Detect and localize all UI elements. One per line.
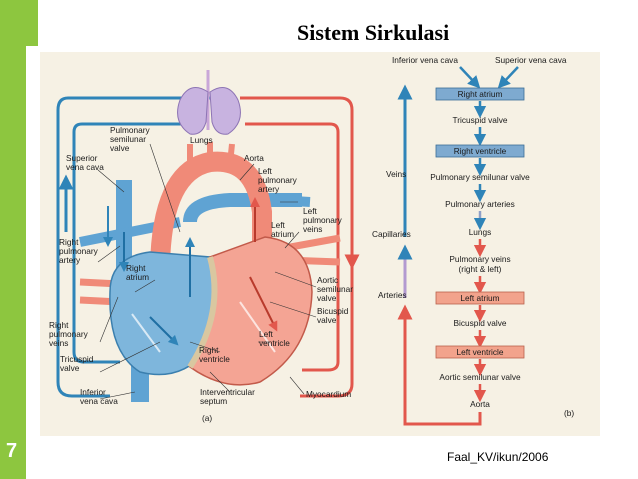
arrow-svc bbox=[497, 66, 519, 89]
label-tricuspid-valve: Tricuspid valve bbox=[60, 354, 96, 373]
label-left-atrium: Left atrium bbox=[271, 220, 294, 239]
label-lungs: Lungs bbox=[190, 135, 213, 145]
pulmonary-artery bbox=[183, 193, 302, 223]
page-number-box bbox=[0, 437, 26, 479]
step-pulmonary-valve: Pulmonary semilunar valve bbox=[430, 172, 530, 182]
lungs-illustration bbox=[177, 70, 241, 135]
side-label-arteries: Arteries bbox=[378, 290, 407, 300]
circulation-figure: Lungs Pulmonary semilunar valve Superior… bbox=[40, 52, 600, 436]
flow-top-right-label: Superior vena cava bbox=[495, 55, 567, 65]
footer-credit: Faal_KV/ikun/2006 bbox=[447, 450, 549, 464]
label-myocardium: Myocardium bbox=[306, 389, 351, 399]
step-lungs: Lungs bbox=[469, 227, 492, 237]
side-label-capillaries: Capillaries bbox=[372, 229, 411, 239]
side-label-veins: Veins bbox=[386, 169, 406, 179]
page-number: 7 bbox=[6, 440, 18, 462]
upper-body-artery-loop bbox=[245, 122, 340, 372]
step-aortic-valve: Aortic semilunar valve bbox=[439, 372, 521, 382]
step-pulmonary-veins-note: (right & left) bbox=[459, 264, 502, 274]
step-bicuspid-valve: Bicuspid valve bbox=[453, 318, 506, 328]
arrow-ivc bbox=[459, 66, 481, 89]
loop-arteries bbox=[397, 304, 482, 426]
label-right-pulmonary-artery: Right pulmonary artery bbox=[59, 237, 100, 265]
label-leader-lines bbox=[97, 143, 317, 400]
panel-label-b: (b) bbox=[564, 408, 574, 418]
label-left-pulmonary-artery: Left pulmonary artery bbox=[258, 166, 299, 194]
label-inferior-vena-cava: Inferior vena cava bbox=[80, 387, 118, 406]
step-aorta: Aorta bbox=[470, 399, 490, 409]
label-aorta: Aorta bbox=[244, 153, 264, 163]
label-pulmonary-valve: Pulmonary semilunar valve bbox=[110, 125, 152, 153]
label-superior-vena-cava: Superior vena cava bbox=[66, 153, 104, 172]
step-tricuspid-valve: Tricuspid valve bbox=[452, 115, 507, 125]
left-accent-bar bbox=[0, 0, 26, 479]
step-right-ventricle: Right ventricle bbox=[454, 146, 507, 156]
label-right-pulmonary-veins: Right pulmonary veins bbox=[49, 320, 90, 348]
systemic-vein-loop bbox=[56, 96, 210, 398]
flow-top-left-label: Inferior vena cava bbox=[392, 55, 458, 65]
left-pulmonary-artery-branch bbox=[277, 195, 311, 207]
label-bicuspid-valve: Bicuspid valve bbox=[317, 306, 351, 325]
slide-title: Sistem Sirkulasi bbox=[297, 20, 450, 45]
step-pulmonary-veins: Pulmonary veins bbox=[449, 254, 510, 264]
panel-label-a: (a) bbox=[202, 413, 212, 423]
step-right-atrium: Right atrium bbox=[458, 89, 503, 99]
circulation-figure-svg: Lungs Pulmonary semilunar valve Superior… bbox=[49, 55, 574, 426]
box-right-ventricle bbox=[435, 144, 525, 158]
upper-body-vein-loop bbox=[72, 122, 205, 364]
label-left-pulmonary-veins: Left pulmonary veins bbox=[303, 206, 344, 234]
top-accent-block bbox=[0, 0, 38, 46]
aortic-branches bbox=[187, 142, 235, 165]
box-right-atrium bbox=[435, 87, 525, 101]
aorta-arch bbox=[149, 151, 272, 283]
label-interventricular-septum: Interventricular septum bbox=[200, 387, 257, 406]
box-left-ventricle bbox=[435, 345, 525, 359]
label-right-atrium: Right atrium bbox=[126, 263, 149, 282]
step-left-atrium: Left atrium bbox=[460, 293, 499, 303]
flow-chart-panel: Inferior vena cava Superior vena cava Ri… bbox=[372, 55, 574, 426]
interventricular-septum bbox=[187, 256, 218, 369]
step-left-ventricle: Left ventricle bbox=[456, 347, 503, 357]
step-pulmonary-arteries: Pulmonary arteries bbox=[445, 199, 515, 209]
label-right-ventricle: Right ventricle bbox=[199, 345, 230, 364]
label-left-ventricle: Left ventricle bbox=[259, 329, 290, 348]
heart-diagram-panel: Lungs Pulmonary semilunar valve Superior… bbox=[49, 70, 360, 423]
label-aortic-valve: Aortic semilunar valve bbox=[317, 275, 355, 303]
box-left-atrium bbox=[435, 291, 525, 305]
